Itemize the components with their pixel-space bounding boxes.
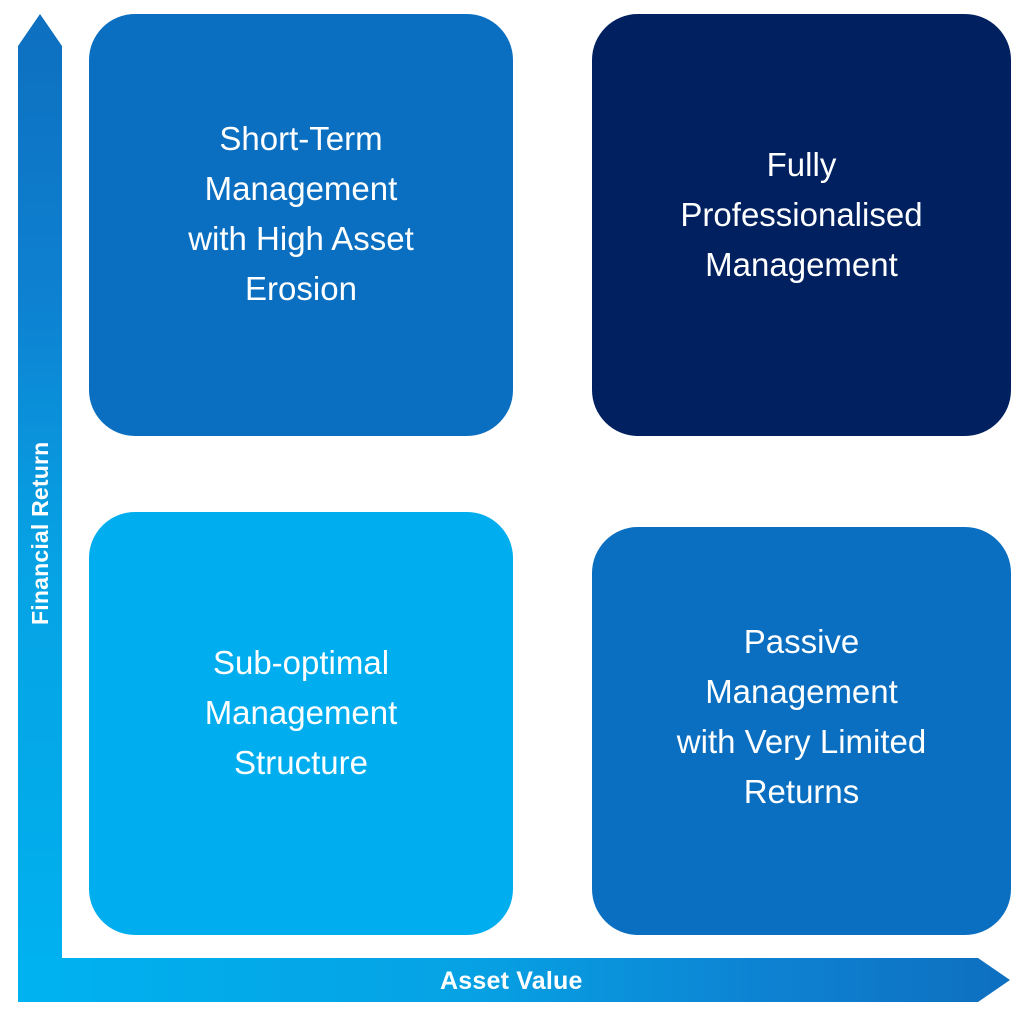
x-axis-label: Asset Value [440,967,583,995]
quadrant-bottom-right[interactable]: Passive Management with Very Limited Ret… [592,527,1011,935]
quadrant-bottom-left[interactable]: Sub-optimal Management Structure [89,512,513,935]
quadrant-top-right-label: Fully Professionalised Management [680,146,923,283]
quadrant-top-left-label: Short-Term Management with High Asset Er… [188,120,414,307]
quadrant-bottom-right-label: Passive Management with Very Limited Ret… [676,623,927,810]
axis-origin-round [18,958,62,1002]
quadrant-top-left[interactable]: Short-Term Management with High Asset Er… [89,14,513,436]
quadrant-top-right[interactable]: Fully Professionalised Management [592,14,1011,436]
quadrant-bottom-left-label: Sub-optimal Management Structure [204,644,398,781]
axis-origin-corner [18,958,62,1002]
